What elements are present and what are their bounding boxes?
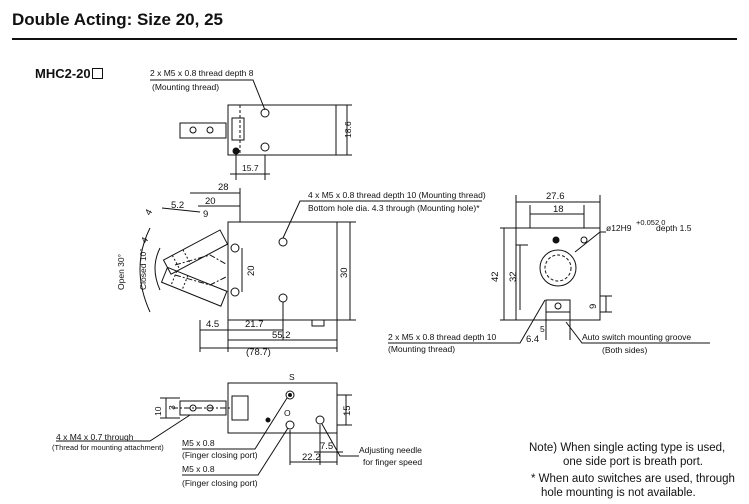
bottom-dim-7-5: 7.5 xyxy=(320,441,333,452)
m5a-line1: M5 x 0.8 xyxy=(182,438,215,448)
top-callout-leader xyxy=(150,79,266,111)
upper-jaw xyxy=(162,229,229,275)
top-fingers xyxy=(179,122,227,139)
mounting-hole xyxy=(260,108,270,118)
side-dim-32: 32 xyxy=(508,271,519,282)
finger-hole xyxy=(189,126,197,134)
main-callout-line2: Bottom hole dia. 4.3 through (Mounting h… xyxy=(308,203,480,213)
groove-line2: (Both sides) xyxy=(602,345,648,355)
side-port-leader xyxy=(388,299,546,344)
bore-depth: depth 1.5 xyxy=(656,223,692,233)
side-port-line2: (Mounting thread) xyxy=(388,344,455,354)
dim-20: 20 xyxy=(205,196,216,207)
bore-circle xyxy=(539,249,577,287)
bottom-dim-22-2: 22.2 xyxy=(302,452,321,463)
side-body xyxy=(515,227,601,321)
top-view: 2 x M5 x 0.8 thread depth 8 (Mounting th… xyxy=(150,68,353,180)
mounting-hole xyxy=(278,237,288,247)
dim-9: 9 xyxy=(203,209,208,220)
bottom-view: S O 10 3 15 7.5 22.2 4 x M4 x 0.7 throug… xyxy=(52,372,422,488)
dim-21-7: 21.7 xyxy=(245,319,264,330)
dim-28: 28 xyxy=(218,182,229,193)
mounting-hole xyxy=(230,287,240,297)
top-callout-line1: 2 x M5 x 0.8 thread depth 8 xyxy=(150,68,254,78)
side-dim-6-4: 6.4 xyxy=(526,334,539,345)
needle-line2: for finger speed xyxy=(363,457,422,467)
bore-label: ø12H9 xyxy=(606,223,632,233)
note-1-line1: Note) When single acting type is used, xyxy=(529,442,726,454)
top-dim-width: 15.7 xyxy=(242,163,259,173)
needle-port xyxy=(315,415,325,425)
closed-arc xyxy=(154,247,161,291)
side-view: 27.6 18 ø12H9 +0.052 0 depth 1.5 42 32 9… xyxy=(388,191,710,355)
model-label: MHC2-20 xyxy=(35,66,103,81)
top-body xyxy=(227,104,337,156)
dim-55-2: 55.2 xyxy=(272,330,291,341)
note-2: * When auto switches are used, through h… xyxy=(531,472,735,500)
groove-leader xyxy=(565,321,710,344)
dim-5-2: 5.2 xyxy=(171,200,184,211)
m4-leader xyxy=(56,414,191,442)
bottom-dim-15: 15 xyxy=(342,405,353,416)
bottom-body xyxy=(227,382,338,434)
main-callout-line1: 4 x M5 x 0.8 thread depth 10 (Mounting t… xyxy=(308,190,486,200)
page-title: Double Acting: Size 20, 25 xyxy=(12,10,223,29)
open-arc xyxy=(139,227,151,313)
port-o xyxy=(285,420,295,430)
lower-jaw xyxy=(160,266,228,307)
m5b-leader xyxy=(182,427,289,476)
needle-leader xyxy=(321,423,359,457)
m4-line2: (Thread for mounting attachment) xyxy=(52,443,164,452)
port-s xyxy=(285,390,295,400)
side-port-line1: 2 x M5 x 0.8 thread depth 10 xyxy=(388,332,496,342)
m5a-line2: (Finger closing port) xyxy=(182,450,258,460)
m4-line1: 4 x M4 x 0.7 through xyxy=(56,432,134,442)
side-dim-9: 9 xyxy=(588,304,599,309)
bore-tolerance: +0.052 0 xyxy=(636,218,665,227)
note-1-line2: one side port is breath port. xyxy=(563,456,703,468)
bottom-dim-10: 10 xyxy=(153,406,163,416)
title-rule xyxy=(12,38,737,40)
closed-angle-label: Closed 10° xyxy=(138,248,148,290)
model-suffix-box xyxy=(91,68,103,79)
m5b-line1: M5 x 0.8 xyxy=(182,464,215,474)
m5b-line2: (Finger closing port) xyxy=(182,478,258,488)
note-1: Note) When single acting type is used, o… xyxy=(529,441,725,469)
open-angle-label: Open 30° xyxy=(116,254,126,290)
mounting-hole xyxy=(230,243,240,253)
top-dim-height: 18.6 xyxy=(343,121,353,138)
finger-hole xyxy=(206,126,214,134)
main-callout-leader xyxy=(282,200,482,239)
note-2-line1: * When auto switches are used, through xyxy=(531,473,735,485)
port-s-label: S xyxy=(289,372,295,382)
model-number: MHC2-20 xyxy=(35,66,91,81)
side-dim-42: 42 xyxy=(490,271,501,282)
m5a-leader xyxy=(182,397,288,450)
port-o-label: O xyxy=(284,408,291,418)
mounting-hole xyxy=(278,293,288,303)
groove-line1: Auto switch mounting groove xyxy=(582,332,691,342)
dim-30v: 30 xyxy=(339,267,350,278)
needle-line1: Adjusting needle xyxy=(359,445,422,455)
side-dim-5: 5 xyxy=(540,324,545,334)
side-dim-27-6: 27.6 xyxy=(546,191,565,202)
bottom-dim-3: 3 xyxy=(167,405,177,410)
note-2-line2: hole mounting is not available. xyxy=(541,487,696,499)
top-callout-line2: (Mounting thread) xyxy=(152,82,219,92)
mounting-hole xyxy=(260,142,270,152)
dim-20v: 20 xyxy=(246,265,257,276)
side-dim-18: 18 xyxy=(553,204,564,215)
main-view: 4 x M5 x 0.8 thread depth 10 (Mounting t… xyxy=(116,182,486,358)
dim-4-5: 4.5 xyxy=(206,319,219,330)
dim-4a: 4 xyxy=(143,207,155,217)
dim-78-7: (78.7) xyxy=(246,347,271,358)
